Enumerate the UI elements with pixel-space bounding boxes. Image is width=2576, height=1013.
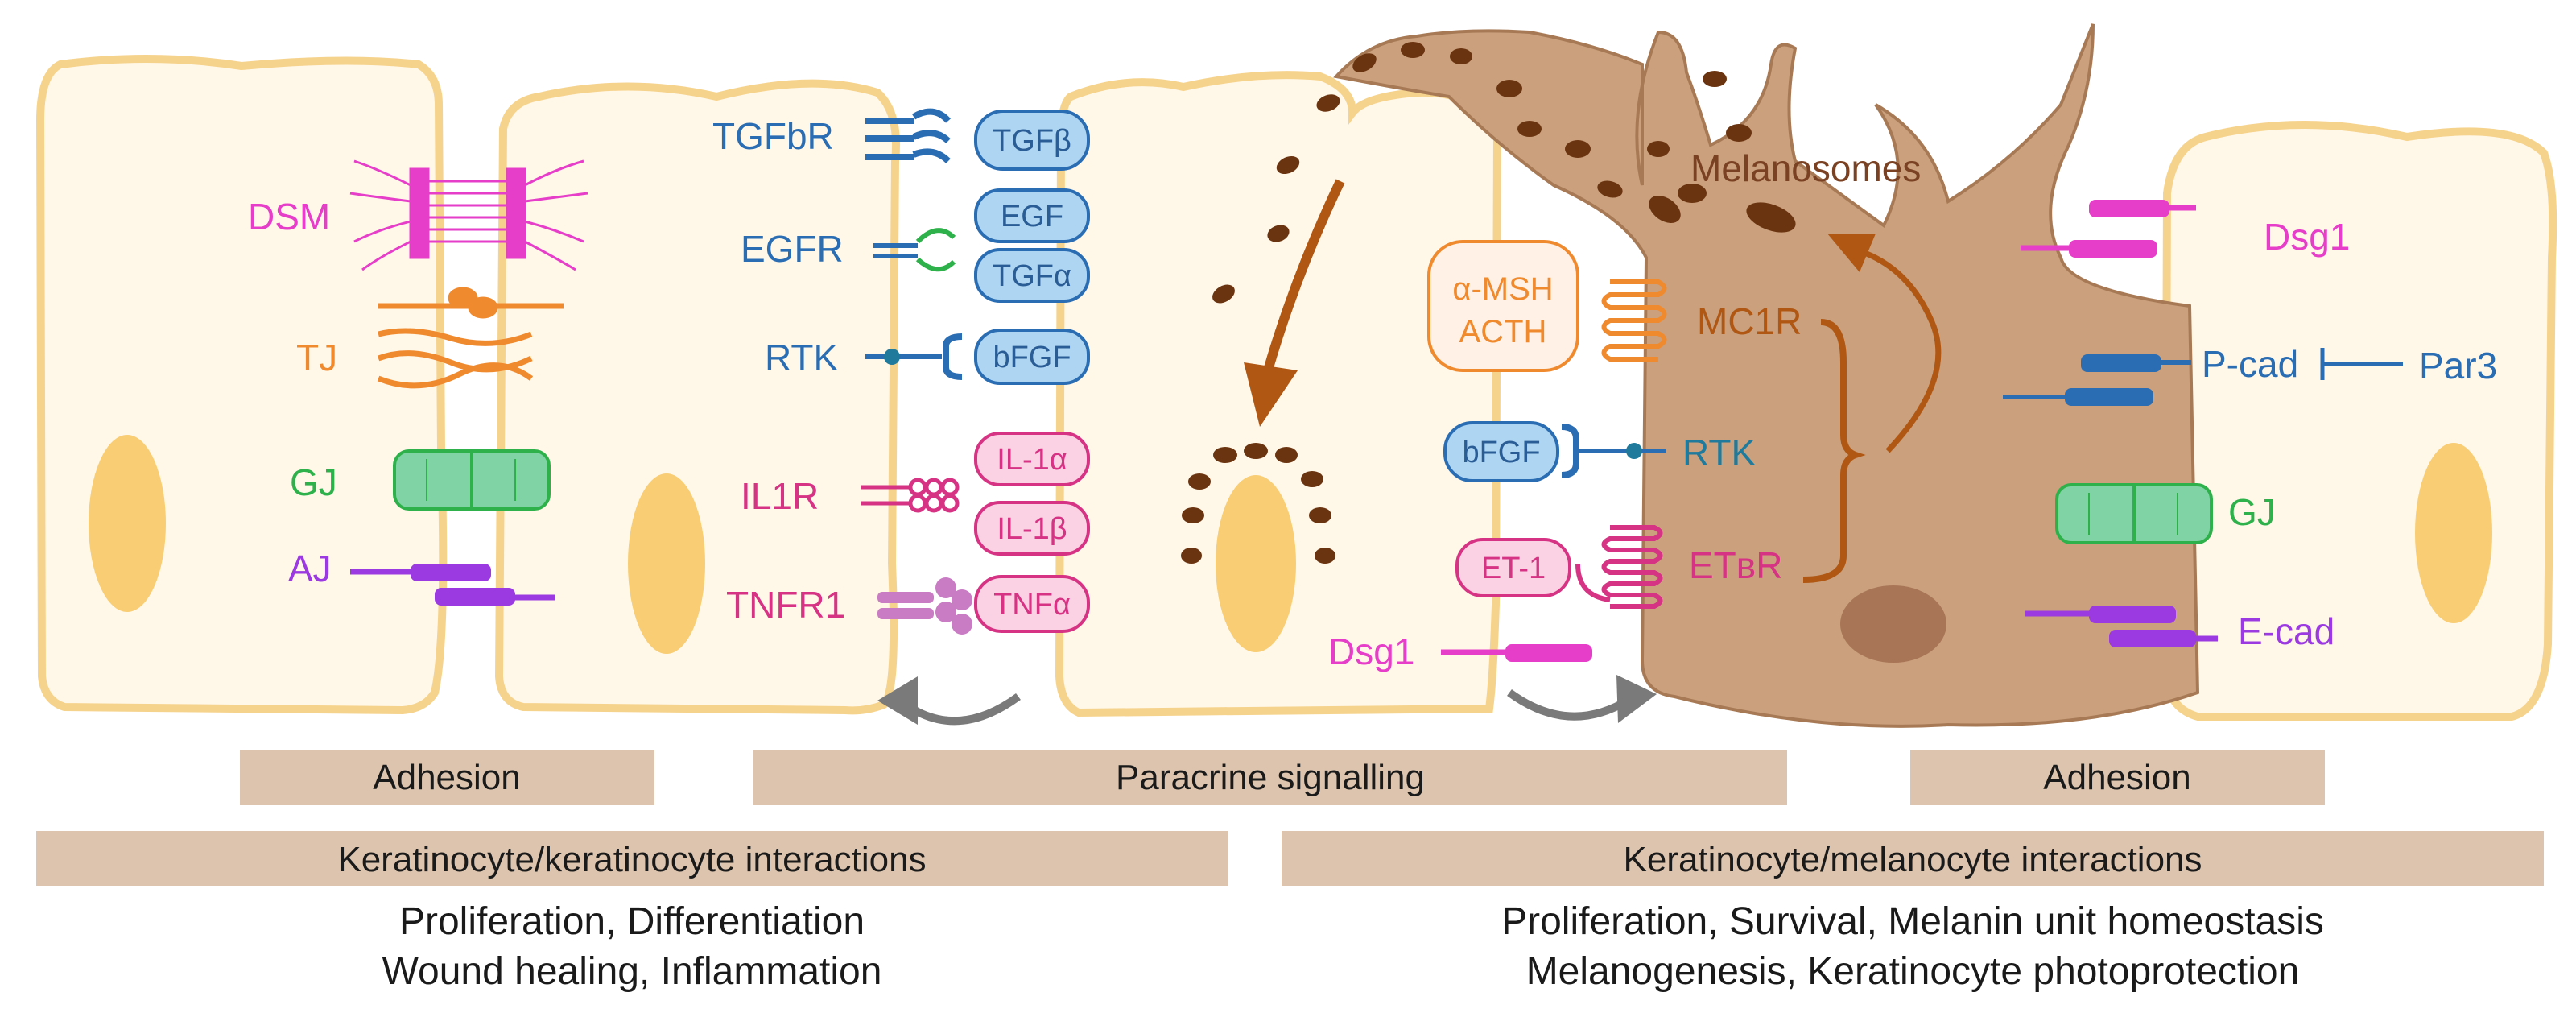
rtk-receptor-icon-right xyxy=(1561,424,1666,478)
tight-junction-icon xyxy=(377,287,564,389)
par3-inhibition-icon xyxy=(2320,348,2403,380)
label-rtk-left: RTK xyxy=(765,337,838,378)
amsh-label: α-MSH xyxy=(1452,271,1553,307)
gap-junction-right-icon xyxy=(2055,483,2213,544)
label-dsg1-mid: Dsg1 xyxy=(1328,631,1414,672)
pcad-junction xyxy=(2003,354,2191,406)
summary-kk-line2: Wound healing, Inflammation xyxy=(382,950,882,993)
label-tj: TJ xyxy=(296,337,337,378)
ligand-bfgf-right-label: bFGF xyxy=(1462,436,1540,469)
ligand-tgfb: TGFβ xyxy=(974,110,1090,171)
ligand-il1a: IL-1α xyxy=(974,432,1090,486)
rtk-receptor-icon-left xyxy=(865,333,963,380)
label-dsm: DSM xyxy=(248,196,330,238)
ligand-tnfa-label: TNFα xyxy=(993,588,1071,622)
tgfbr-receptor-icon xyxy=(865,108,951,163)
ecad-junction xyxy=(2025,606,2218,647)
label-il1r: IL1R xyxy=(741,475,819,517)
summary-kk-line1: Proliferation, Differentiation xyxy=(399,900,865,943)
il1r-receptor-icon xyxy=(861,478,960,513)
label-mc1r: MC1R xyxy=(1697,300,1802,342)
gap-junction-icon xyxy=(393,449,551,511)
box-paracrine-label: Paracrine signalling xyxy=(1116,758,1425,797)
label-par3: Par3 xyxy=(2419,345,2497,387)
ligand-bfgf-right: bFGF xyxy=(1443,421,1559,482)
acth-label: ACTH xyxy=(1459,314,1547,349)
ligand-tgfa-label: TGFα xyxy=(993,259,1071,293)
dsg1-mid-junction xyxy=(1441,644,1592,662)
nucleus xyxy=(628,473,705,654)
melanogenesis-arrow xyxy=(1802,234,1942,583)
box-kk-interactions: Keratinocyte/keratinocyte interactions xyxy=(36,831,1228,886)
summary-km-line2: Melanogenesis, Keratinocyte photoprotect… xyxy=(1526,950,2300,993)
ligand-et1: ET-1 xyxy=(1455,538,1571,597)
ligand-il1a-label: IL-1α xyxy=(997,443,1067,477)
label-gj-right: GJ xyxy=(2228,491,2276,533)
ligand-tgfb-label: TGFβ xyxy=(993,124,1071,158)
ligand-bfgf-left: bFGF xyxy=(974,329,1090,385)
keratinocyte-cell-2 xyxy=(494,79,901,715)
label-tnfr1: TNFR1 xyxy=(726,584,845,626)
egfr-receptor-icon xyxy=(873,228,956,272)
melanocyte-cell xyxy=(1333,23,2200,728)
ligand-egf: EGF xyxy=(974,188,1090,243)
mc1r-receptor-icon xyxy=(1601,279,1667,362)
summary-km-line1: Proliferation, Survival, Melanin unit ho… xyxy=(1501,900,2324,943)
label-tgfbr: TGFbR xyxy=(712,115,834,157)
box-paracrine: Paracrine signalling xyxy=(753,750,1787,805)
keratinocyte-cell-1 xyxy=(35,55,448,715)
melanosome-transfer-arrow xyxy=(1244,179,1345,427)
tnfr1-receptor-icon xyxy=(877,577,972,635)
dsg1-right-junction xyxy=(2021,200,2196,258)
nucleus xyxy=(2415,443,2492,623)
label-melanosomes: Melanosomes xyxy=(1690,147,1921,189)
ligand-il1b-label: IL-1β xyxy=(997,512,1067,546)
desmosome-icon xyxy=(349,159,588,271)
label-rtk-right: RTK xyxy=(1682,432,1756,473)
ligand-tnfa: TNFα xyxy=(974,575,1090,633)
etbr-receptor-icon xyxy=(1575,525,1663,609)
label-gj-left: GJ xyxy=(290,461,337,503)
box-km-label: Keratinocyte/melanocyte interactions xyxy=(1623,840,2202,879)
box-kk-label: Keratinocyte/keratinocyte interactions xyxy=(337,840,926,879)
ligand-et1-label: ET-1 xyxy=(1481,552,1546,585)
adherens-junction-icon xyxy=(350,564,555,606)
label-pcad: P-cad xyxy=(2202,343,2298,385)
keratinocyte-cell-4 xyxy=(2161,121,2557,721)
box-adhesion-left: Adhesion xyxy=(240,750,654,805)
box-adhesion-right: Adhesion xyxy=(1910,750,2325,805)
nucleus xyxy=(1216,475,1296,652)
box-adhesion-left-label: Adhesion xyxy=(373,758,520,797)
paracrine-arrow-right xyxy=(1507,675,1657,723)
label-etbr: ETʙR xyxy=(1689,544,1782,586)
ligand-tgfa: TGFα xyxy=(974,248,1090,303)
melanosome-group xyxy=(1181,42,1796,564)
ligand-amsh-acth: α-MSH ACTH xyxy=(1427,240,1579,372)
label-dsg1-right: Dsg1 xyxy=(2264,216,2350,258)
label-ecad: E-cad xyxy=(2238,610,2334,652)
box-adhesion-right-label: Adhesion xyxy=(2043,758,2190,797)
ligand-il1b: IL-1β xyxy=(974,501,1090,556)
box-km-interactions: Keratinocyte/melanocyte interactions xyxy=(1282,831,2544,886)
label-aj: AJ xyxy=(288,548,332,589)
ligand-egf-label: EGF xyxy=(1001,200,1063,234)
paracrine-arrow-left xyxy=(877,676,1021,726)
nucleus xyxy=(89,435,166,612)
ligand-bfgf-left-label: bFGF xyxy=(993,341,1071,374)
label-egfr: EGFR xyxy=(741,228,844,270)
melanocyte-nucleus xyxy=(1840,585,1946,663)
